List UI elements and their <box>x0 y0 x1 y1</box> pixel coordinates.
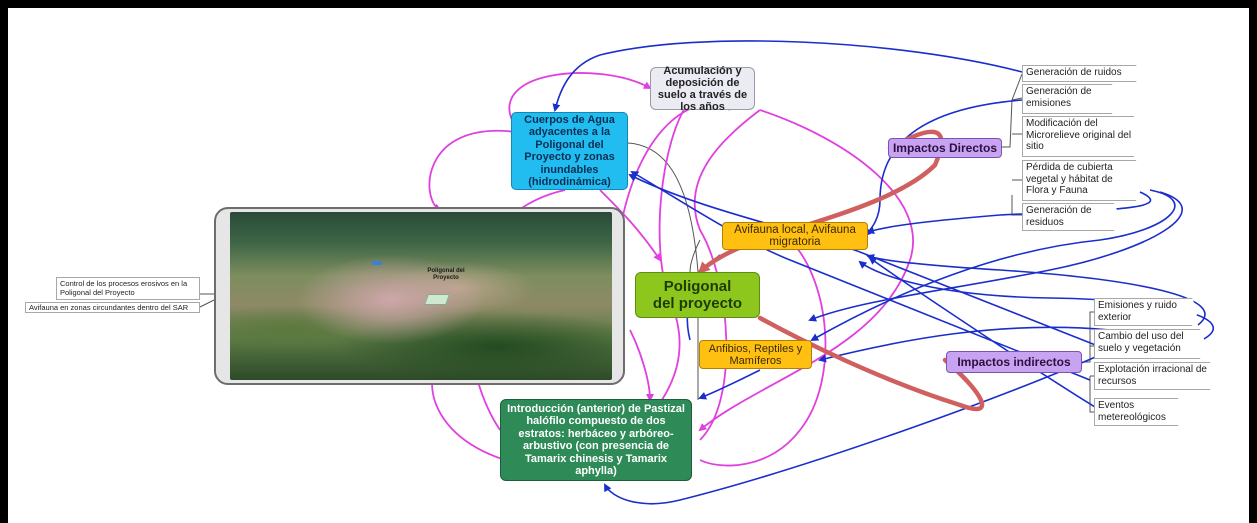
direct-impact-ruidos[interactable]: Generación de ruidos <box>1022 65 1142 82</box>
node-impactos-directos[interactable]: Impactos Directos <box>888 138 1002 158</box>
direct-impact-emisiones[interactable]: Generación de emisiones <box>1022 84 1118 114</box>
node-pastizal-label: Introducción (anterior) de Pastizal haló… <box>507 402 685 478</box>
direct-impact-emisiones-label: Generación de emisiones <box>1026 86 1092 109</box>
direct-impact-residuos[interactable]: Generación de residuos <box>1022 203 1120 231</box>
project-parcel-marker <box>423 294 451 305</box>
photo-label: Poligonal del Proyecto <box>427 268 465 281</box>
node-impactos-indirectos-label: Impactos indirectos <box>957 355 1071 369</box>
aerial-photo: Poligonal del Proyecto <box>214 207 625 385</box>
node-anfibios[interactable]: Anfibios, Reptiles y Mamíferos <box>699 340 812 369</box>
note-avifauna-text: Avifauna en zonas circundantes dentro de… <box>29 303 189 312</box>
node-avifauna[interactable]: Avifauna local, Avifauna migratoria <box>722 222 868 250</box>
aerial-photo-image: Poligonal del Proyecto <box>230 212 612 380</box>
indirect-impact-eventos[interactable]: Eventos metereológicos <box>1094 398 1184 426</box>
indirect-impact-explotacion-label: Explotación irracional de recursos <box>1098 364 1207 387</box>
node-acumulacion-suelo[interactable]: Acumulación y deposición de suelo a trav… <box>650 64 755 113</box>
direct-impact-microrelieve-label: Modificación del Microrelieve original d… <box>1026 118 1132 152</box>
node-acumulacion-suelo-label: Acumulación y deposición de suelo a trav… <box>657 64 748 113</box>
indirect-impact-uso-suelo-label: Cambio del uso del suelo y vegetación <box>1098 331 1184 354</box>
indirect-impact-emisiones-label: Emisiones y ruido exterior <box>1098 300 1177 323</box>
note-erosion-text: Control de los procesos erosivos en la P… <box>60 279 188 297</box>
indirect-impact-explotacion[interactable]: Explotación irracional de recursos <box>1094 362 1216 390</box>
node-impactos-directos-label: Impactos Directos <box>892 141 998 155</box>
node-poligonal-label: Poligonal del proyecto <box>652 278 743 312</box>
indirect-impact-uso-suelo[interactable]: Cambio del uso del suelo y vegetación <box>1094 329 1206 359</box>
node-avifauna-label: Avifauna local, Avifauna migratoria <box>734 224 856 248</box>
blue-links <box>552 40 1215 505</box>
node-cuerpos-agua-label: Cuerpos de Agua adyacentes a la Poligona… <box>524 113 615 189</box>
node-anfibios-label: Anfibios, Reptiles y Mamíferos <box>708 342 803 367</box>
direct-impact-microrelieve[interactable]: Modificación del Microrelieve original d… <box>1022 116 1140 157</box>
direct-impact-ruidos-label: Generación de ruidos <box>1026 67 1122 78</box>
direct-impact-cubierta[interactable]: Pérdida de cubierta vegetal y hábitat de… <box>1022 160 1142 201</box>
direct-impact-residuos-label: Generación de residuos <box>1026 205 1092 228</box>
indirect-impact-emisiones[interactable]: Emisiones y ruido exterior <box>1094 298 1198 326</box>
direct-impact-cubierta-label: Pérdida de cubierta vegetal y hábitat de… <box>1026 162 1113 196</box>
indirect-impact-eventos-label: Eventos metereológicos <box>1098 400 1166 423</box>
red-links <box>697 129 985 412</box>
note-erosion-control: Control de los procesos erosivos en la P… <box>56 277 200 300</box>
node-pastizal[interactable]: Introducción (anterior) de Pastizal haló… <box>500 399 692 481</box>
water-body-marker <box>372 261 382 265</box>
node-poligonal[interactable]: Poligonal del proyecto <box>635 272 760 318</box>
node-impactos-indirectos[interactable]: Impactos indirectos <box>946 351 1082 373</box>
note-avifauna-sar: Avifauna en zonas circundantes dentro de… <box>25 302 200 313</box>
node-cuerpos-agua[interactable]: Cuerpos de Agua adyacentes a la Poligona… <box>511 112 628 190</box>
